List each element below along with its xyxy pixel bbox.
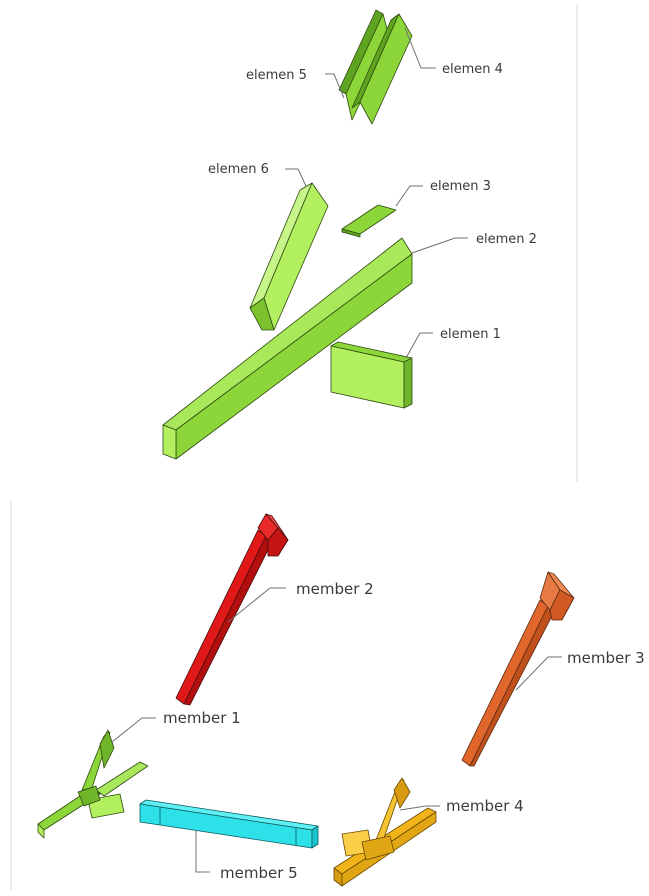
- label-member-5: member 5: [220, 864, 298, 882]
- label-elemen-1: elemen 1: [440, 327, 501, 342]
- label-member-4: member 4: [446, 797, 524, 815]
- label-member-3: member 3: [567, 649, 645, 667]
- label-elemen-3: elemen 3: [430, 179, 491, 194]
- label-elemen-6: elemen 6: [208, 162, 269, 177]
- elemen-3-plate: [341, 204, 397, 238]
- elemen-2-beam: [162, 237, 413, 460]
- top-panel: elemen 5 elemen 4 elemen 6 elemen 3 elem…: [162, 9, 537, 460]
- leader-member-5: [195, 830, 210, 873]
- label-member-1: member 1: [163, 709, 241, 727]
- leader-elemen-4: [404, 27, 436, 69]
- label-member-2: member 2: [296, 580, 374, 598]
- leader-elemen-2: [411, 237, 468, 254]
- leader-elemen-6: [285, 168, 307, 187]
- elemen-1-block: [330, 341, 413, 409]
- label-elemen-5: elemen 5: [246, 68, 307, 83]
- elemen-6-bar: [249, 182, 329, 331]
- leader-elemen-3: [395, 185, 423, 207]
- leader-member-2: [227, 587, 286, 623]
- label-elemen-2: elemen 2: [476, 232, 537, 247]
- leader-member-4: [399, 805, 440, 811]
- leader-member-1: [111, 717, 156, 743]
- bottom-panel: member 2 member 3 member 1 member 4 memb…: [37, 513, 645, 887]
- member-2-red: [175, 513, 289, 706]
- elemen-4-5-plates: [338, 9, 413, 125]
- leader-member-3: [515, 656, 562, 691]
- label-elemen-4: elemen 4: [442, 62, 503, 77]
- member-4-yellow-joint: [333, 777, 437, 887]
- member-5-cyan-beam: [139, 799, 319, 849]
- member-3-orange: [461, 571, 575, 767]
- leader-elemen-1: [405, 332, 433, 359]
- leader-elemen-5: [325, 73, 345, 99]
- member-1-green-joint: [37, 729, 149, 839]
